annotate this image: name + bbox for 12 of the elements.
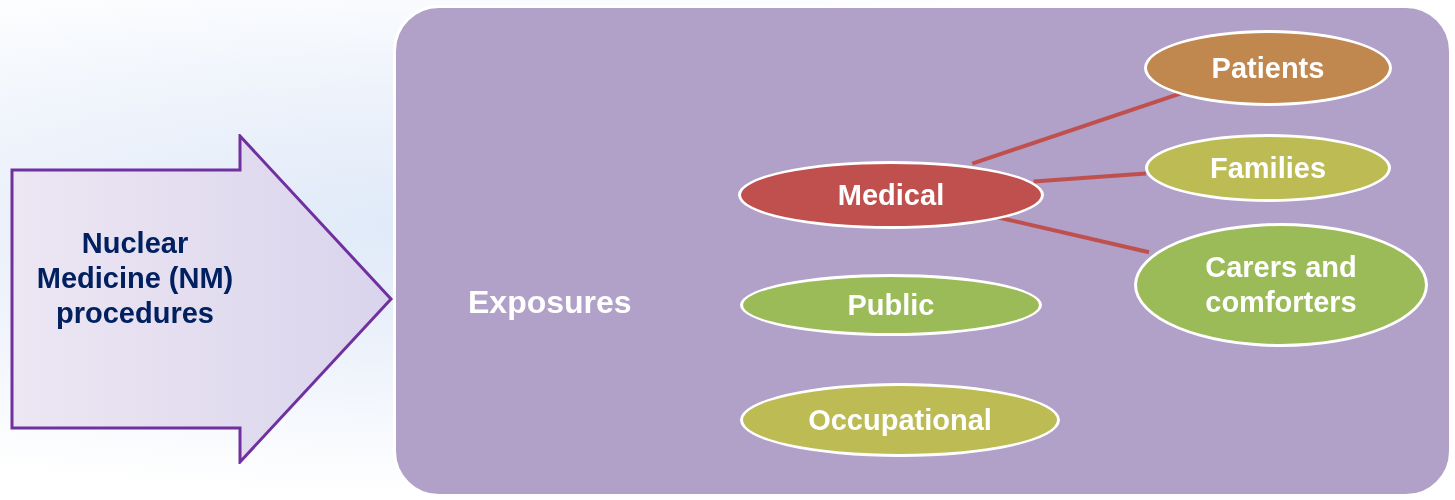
category-label: Families <box>1209 150 1327 186</box>
panel-heading: Exposures <box>468 283 632 322</box>
connector-line <box>1033 171 1147 184</box>
category-label: Medical <box>837 177 945 213</box>
category-label: Carers and comforters <box>1204 250 1358 320</box>
connector-line <box>971 91 1183 166</box>
category-label: Patients <box>1211 50 1325 86</box>
category-label: Public <box>847 287 935 323</box>
arrow-label: Nuclear Medicine (NM) procedures <box>35 226 235 331</box>
arrow-shape <box>10 134 394 464</box>
category-label: Occupational <box>808 402 992 438</box>
exposures-panel <box>393 5 1452 497</box>
